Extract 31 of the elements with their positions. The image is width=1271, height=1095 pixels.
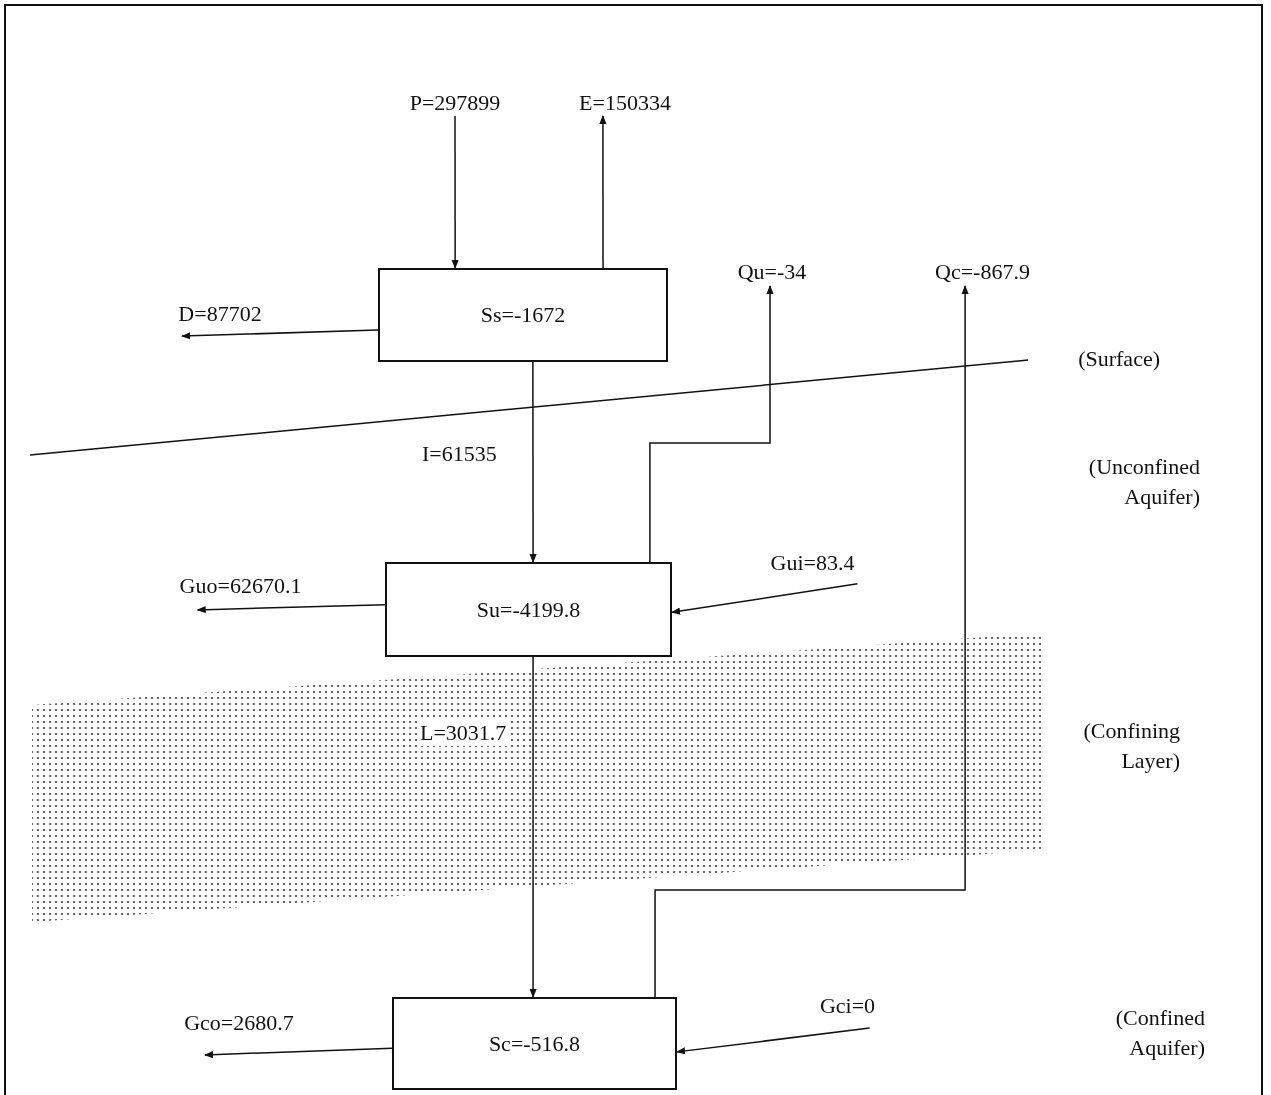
layer-label: (Unconfined Aquifer) xyxy=(1087,453,1200,511)
flux-value: Gui=83.4 xyxy=(770,550,855,576)
layer-label: (Surface) xyxy=(1077,345,1160,373)
flux-value: P=297899 xyxy=(409,90,501,116)
layer-label: (Confined Aquifer) xyxy=(1114,1004,1205,1062)
flux-value: Qc=-867.9 xyxy=(935,259,1030,285)
flux-value: Sc=-516.8 xyxy=(488,1030,581,1057)
arrow xyxy=(649,285,774,563)
storage-box xyxy=(385,562,672,657)
arrow xyxy=(529,656,537,998)
flux-value: E=150334 xyxy=(579,90,671,116)
flux-value: Guo=62670.1 xyxy=(179,573,302,599)
arrow xyxy=(599,115,607,269)
flux-value: Gci=0 xyxy=(819,993,876,1019)
arrow xyxy=(654,285,969,998)
arrow xyxy=(676,1027,871,1055)
storage-box xyxy=(378,268,668,362)
edge-label: L=3031.7 xyxy=(418,720,509,746)
arrow xyxy=(529,361,537,563)
arrow xyxy=(196,604,386,614)
arrow xyxy=(451,115,459,269)
flux-value: Gco=2680.7 xyxy=(184,1010,294,1036)
flux-value: Qu=-34 xyxy=(737,259,807,285)
flux-value: D=87702 xyxy=(178,301,262,327)
storage-box xyxy=(392,997,677,1090)
arrow xyxy=(671,583,859,615)
flux-value: Su=-4199.8 xyxy=(476,596,581,623)
layer-label: (Confining Layer) xyxy=(1082,717,1180,775)
arrow xyxy=(204,1047,393,1059)
flux-value: Ss=-1672 xyxy=(480,302,566,328)
arrow xyxy=(181,329,379,340)
